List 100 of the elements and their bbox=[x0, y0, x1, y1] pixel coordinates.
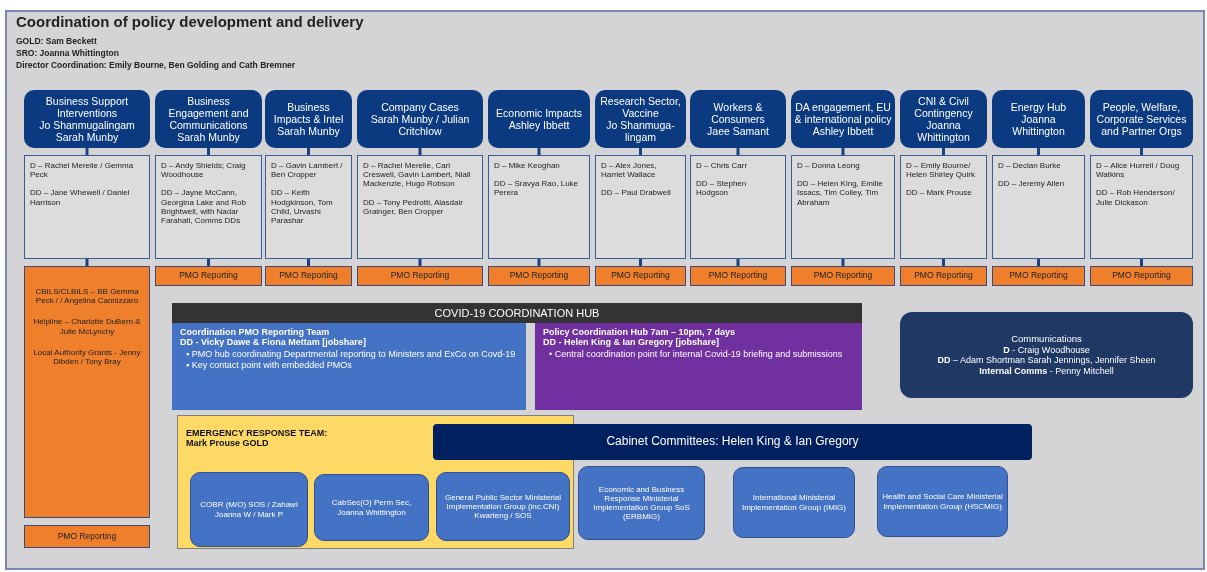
committee-text: Health and Social Care Ministerial Implementation Group (HSCMIG) bbox=[881, 492, 1004, 511]
committee-text: International Ministerial Implementation Group (IMIG) bbox=[740, 493, 847, 512]
team-name: People, Welfare, Corporate Services and Partner Orgs bbox=[1095, 100, 1188, 138]
pmo-reporting-text: PMO Reporting bbox=[1009, 271, 1068, 281]
connector-line bbox=[1140, 259, 1143, 266]
team-header-box bbox=[357, 90, 483, 148]
hub-title-bar bbox=[172, 303, 862, 323]
team-name: CNI & Civil Contingency bbox=[913, 94, 974, 119]
panel-subheading: DD - Helen King & Ian Gregory [jobshare] bbox=[543, 337, 721, 348]
connector-line bbox=[307, 148, 310, 155]
bullet-text: • Central coordination point for internal Covid-19 briefing and submissions bbox=[548, 348, 844, 360]
director-names: D – Emily Bourne/ Helen Shirley Quirk bbox=[906, 161, 976, 180]
committee-box bbox=[877, 466, 1008, 537]
connector-line bbox=[841, 259, 845, 266]
director-names: D – Donna Leong bbox=[797, 161, 861, 171]
connector-line bbox=[207, 259, 210, 266]
team-header-box bbox=[900, 90, 987, 148]
director-names: D – Gavin Lambert / Ben Cropper bbox=[271, 161, 344, 180]
connector-line bbox=[207, 148, 210, 155]
lead-names: Ashley Ibbett bbox=[812, 125, 874, 138]
staff-box bbox=[24, 155, 150, 259]
team-name: Business Engagement and Communications bbox=[167, 94, 250, 132]
deputy-director-names: DD – Paul Drabwell bbox=[601, 188, 672, 198]
lead-names: Joanna Whittington bbox=[916, 119, 971, 144]
role-text: Director Coordination: Emily Bourne, Ben Golding and Cath Bremner bbox=[16, 60, 296, 70]
team-header-box bbox=[265, 90, 352, 148]
committee-box bbox=[314, 474, 429, 541]
connector-line bbox=[537, 259, 541, 266]
deputy-director-names: DD – Helen King, Emilie Issacs, Tim Colley, Tim Abraham bbox=[797, 179, 884, 207]
panel-heading: Policy Coordination Hub 7am – 10pm, 7 days bbox=[543, 327, 737, 338]
bullet-text: ▪ Key contact point with embedded PMOs bbox=[185, 360, 353, 371]
pmo-reporting-box bbox=[488, 266, 590, 286]
reporting-team-panel bbox=[172, 323, 526, 410]
staff-box bbox=[155, 155, 262, 259]
scheme-contacts: Local Authority Grants - Jenny Dibden / Tony Bray bbox=[32, 347, 142, 367]
pmo-reporting-box bbox=[1090, 266, 1193, 286]
lead-names: Sarah Munby bbox=[177, 131, 240, 144]
team-header-box bbox=[690, 90, 786, 148]
team-header-box bbox=[595, 90, 686, 148]
staff-box bbox=[791, 155, 895, 259]
lead-names: Sarah Munby / Julian Critchlow bbox=[369, 112, 471, 138]
team-name: Economic Impacts bbox=[496, 106, 582, 119]
team-header-box bbox=[791, 90, 895, 148]
staff-box bbox=[488, 155, 590, 259]
connector-line bbox=[1037, 148, 1040, 155]
team-header-box bbox=[24, 90, 150, 148]
committee-box bbox=[578, 466, 705, 540]
committee-box bbox=[733, 467, 855, 538]
team-name: DA engagement, EU & international policy bbox=[794, 100, 892, 126]
connector-line bbox=[1140, 148, 1143, 155]
pmo-reporting-box bbox=[155, 266, 262, 286]
support-schemes-box bbox=[24, 266, 150, 518]
lead-names: Joanna Whittington bbox=[1012, 112, 1066, 138]
lead-names: Jo Shanmugalingam Sarah Munby bbox=[38, 119, 136, 144]
connector-line bbox=[736, 259, 740, 266]
pmo-reporting-text: PMO Reporting bbox=[279, 271, 338, 281]
cabinet-committees-bar bbox=[433, 424, 1032, 460]
pmo-reporting-text: PMO Reporting bbox=[813, 271, 873, 281]
pmo-reporting-box bbox=[900, 266, 987, 286]
director-names: D – Alex Jones, Harriet Wallace bbox=[601, 161, 658, 180]
deputy-director-names: DD – Keith Hodgkinson, Tom Child, Urvashi Parashar bbox=[271, 188, 334, 226]
connector-line bbox=[307, 259, 310, 266]
staff-box bbox=[357, 155, 483, 259]
director-names: D – Andy Shields; Craig Woodhouse bbox=[161, 161, 247, 180]
lead-names: Ashley Ibbett bbox=[508, 119, 570, 132]
connector-line bbox=[418, 259, 422, 266]
pmo-reporting-box bbox=[791, 266, 895, 286]
pmo-reporting-box bbox=[595, 266, 686, 286]
connector-line bbox=[639, 148, 642, 155]
committee-text: General Public Sector Ministerial Implementation Group (inc.CNI) Kwarteng / SOS bbox=[443, 492, 562, 521]
director-names: D – Mike Keoghan bbox=[494, 161, 561, 171]
deputy-director-names: DD – Rob Henderson/ Julie Dickason bbox=[1096, 188, 1176, 207]
team-name: Research Sector, Vaccine bbox=[599, 94, 682, 119]
pmo-reporting-text: PMO Reporting bbox=[57, 531, 117, 542]
role-text: GOLD: Sam Beckett bbox=[16, 36, 97, 46]
team-header-box bbox=[155, 90, 262, 148]
connector-line bbox=[942, 148, 945, 155]
title-text: Coordination of policy development and delivery bbox=[16, 13, 364, 30]
pmo-reporting-box bbox=[357, 266, 483, 286]
connector-line bbox=[537, 148, 541, 155]
staff-text: DD – Adam Shortman Sarah Jennings, Jennifer Sheen bbox=[936, 355, 1157, 366]
emergency-team-panel bbox=[177, 415, 574, 549]
pmo-reporting-text: PMO Reporting bbox=[708, 271, 768, 281]
pmo-reporting-box bbox=[690, 266, 786, 286]
connector-line bbox=[1037, 259, 1040, 266]
pmo-reporting-box bbox=[992, 266, 1085, 286]
director-names: D – Rachel Merelie / Gemma Peck bbox=[30, 161, 135, 180]
policy-hub-panel bbox=[535, 323, 862, 410]
connector-line bbox=[418, 148, 422, 155]
lead-names: Sarah Munby bbox=[277, 125, 340, 138]
lead-names: Jo Shanmuga-lingam bbox=[605, 119, 676, 144]
pmo-reporting-box bbox=[24, 525, 150, 548]
connector-line bbox=[736, 148, 740, 155]
deputy-director-names: DD – Jane Whewell / Daniel Harrison bbox=[30, 188, 131, 207]
connector-line bbox=[942, 259, 945, 266]
pmo-reporting-text: PMO Reporting bbox=[914, 271, 973, 281]
team-name: Company Cases bbox=[381, 100, 459, 113]
committee-text: CabSec(O) Perm Sec, Joanna Whittington bbox=[330, 498, 413, 517]
bullet-text: ▪ PMO hub coordinating Departmental reporting to Ministers and ExCo on Covd-19 bbox=[185, 348, 517, 360]
staff-box bbox=[265, 155, 352, 259]
